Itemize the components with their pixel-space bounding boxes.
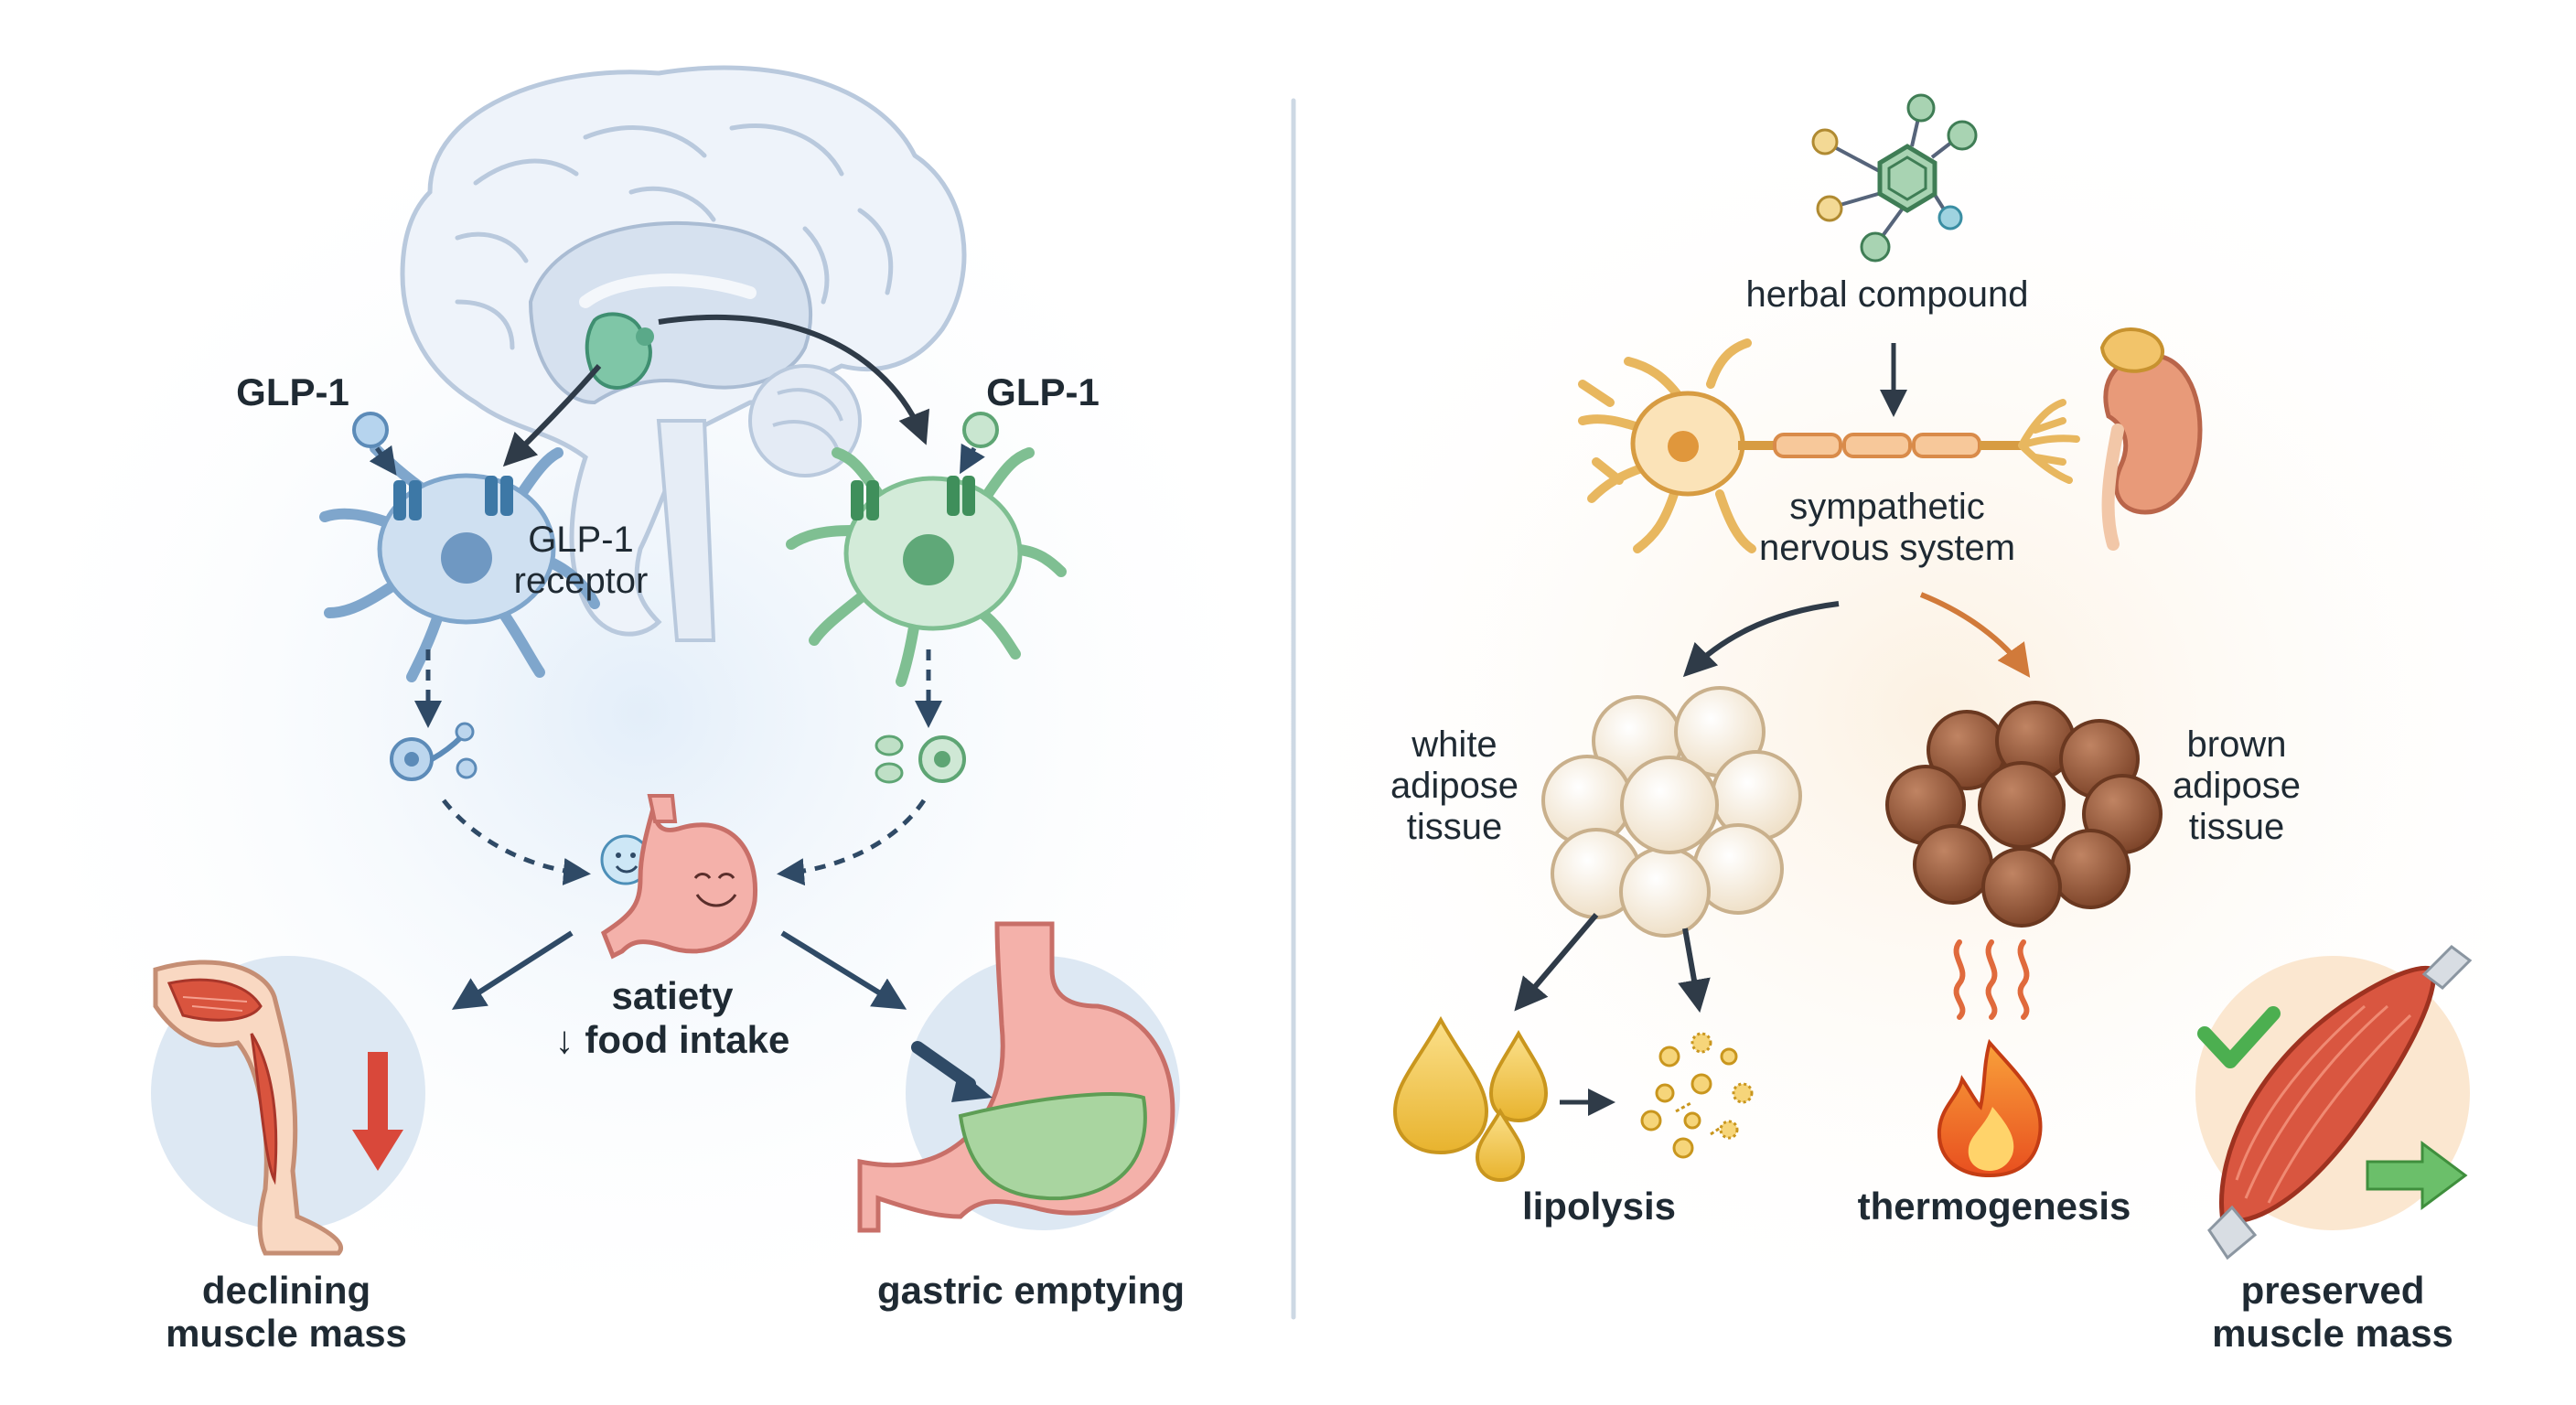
food-intake-down-arrow: ↓ — [554, 1018, 574, 1061]
glp1-label-left: GLP-1 — [236, 370, 349, 413]
thermogenesis-label: thermogenesis — [1857, 1185, 2131, 1228]
satiety-label: satiety — [611, 974, 734, 1017]
glp1-receptor-line2: receptor — [513, 560, 649, 601]
white-adipose-tissue-icon — [1541, 686, 1802, 938]
sns-line2: nervous system — [1758, 527, 2016, 568]
arrow-to-muscle-decline — [451, 930, 574, 1010]
food-intake-text: food intake — [585, 1018, 790, 1061]
left-signal-molecule-icon — [390, 722, 478, 781]
glp1-receptor-line1: GLP-1 — [528, 520, 634, 560]
arrow-brain-to-right-neuron — [658, 314, 929, 445]
bat-line1: brown — [2186, 724, 2287, 765]
arrow-to-gastric-emptying — [780, 930, 907, 1010]
gastric-emptying-label: gastric emptying — [876, 1269, 1186, 1312]
kidney-adrenal-icon — [2099, 327, 2203, 551]
preserved-muscle-line1: preserved — [2240, 1269, 2425, 1312]
wat-line3: tissue — [1406, 806, 1503, 847]
sns-line1: sympathetic — [1789, 487, 1985, 527]
herbal-compound-label: herbal compound — [1745, 274, 2029, 315]
declining-muscle-mass-label: declining muscle mass — [166, 1269, 407, 1355]
arrow-white-to-fatty-acids — [1678, 928, 1711, 1014]
preserved-muscle-mass-label: preserved muscle mass — [2212, 1269, 2453, 1355]
lipolysis-label: lipolysis — [1521, 1185, 1677, 1228]
dashed-arrow-to-stomach-left — [442, 799, 591, 885]
arrow-brain-to-left-neuron — [502, 364, 602, 467]
flame-icon — [1937, 1038, 2043, 1178]
declining-muscle-line1: declining — [201, 1269, 371, 1312]
herbal-compound-molecule-icon — [1811, 93, 1978, 263]
arrow-to-white-adipose — [1682, 601, 1840, 678]
food-intake-label: ↓ food intake — [555, 1018, 790, 1061]
arrow-to-brown-adipose — [1919, 592, 2031, 678]
glp1-label-right: GLP-1 — [986, 370, 1100, 413]
brown-adipose-tissue-label: brown adipose tissue — [2173, 724, 2301, 847]
left-neuron-icon — [319, 412, 600, 682]
sympathetic-neuron-icon — [1578, 338, 2080, 553]
preserved-muscle-icon — [2195, 945, 2473, 1260]
happy-stomach-icon — [600, 794, 758, 960]
heat-waves-icon — [1953, 939, 2030, 1020]
white-adipose-tissue-label: white adipose tissue — [1390, 724, 1519, 847]
gastric-emptying-stomach-icon — [857, 921, 1180, 1233]
right-neuron-icon — [786, 412, 1067, 687]
sympathetic-nervous-system-label: sympathetic nervous system — [1759, 487, 2015, 569]
right-signal-molecule-icon — [875, 735, 966, 784]
glp1-receptor-label: GLP-1 receptor — [514, 520, 649, 602]
fat-droplets-icon — [1392, 1015, 1549, 1183]
declining-muscle-leg-icon — [151, 956, 425, 1256]
bat-line2: adipose — [2172, 765, 2302, 806]
wat-line1: white — [1411, 724, 1497, 765]
preserved-muscle-line2: muscle mass — [2212, 1312, 2453, 1356]
brown-adipose-tissue-icon — [1885, 701, 2163, 928]
brain-icon — [400, 65, 967, 642]
arrow-white-to-droplets — [1514, 913, 1599, 1012]
fatty-acid-dots-icon — [1640, 1032, 1754, 1159]
bat-line3: tissue — [2188, 806, 2285, 847]
wat-line2: adipose — [1390, 765, 1519, 806]
declining-muscle-line2: muscle mass — [166, 1312, 407, 1356]
dashed-arrow-to-stomach-right — [777, 799, 927, 886]
